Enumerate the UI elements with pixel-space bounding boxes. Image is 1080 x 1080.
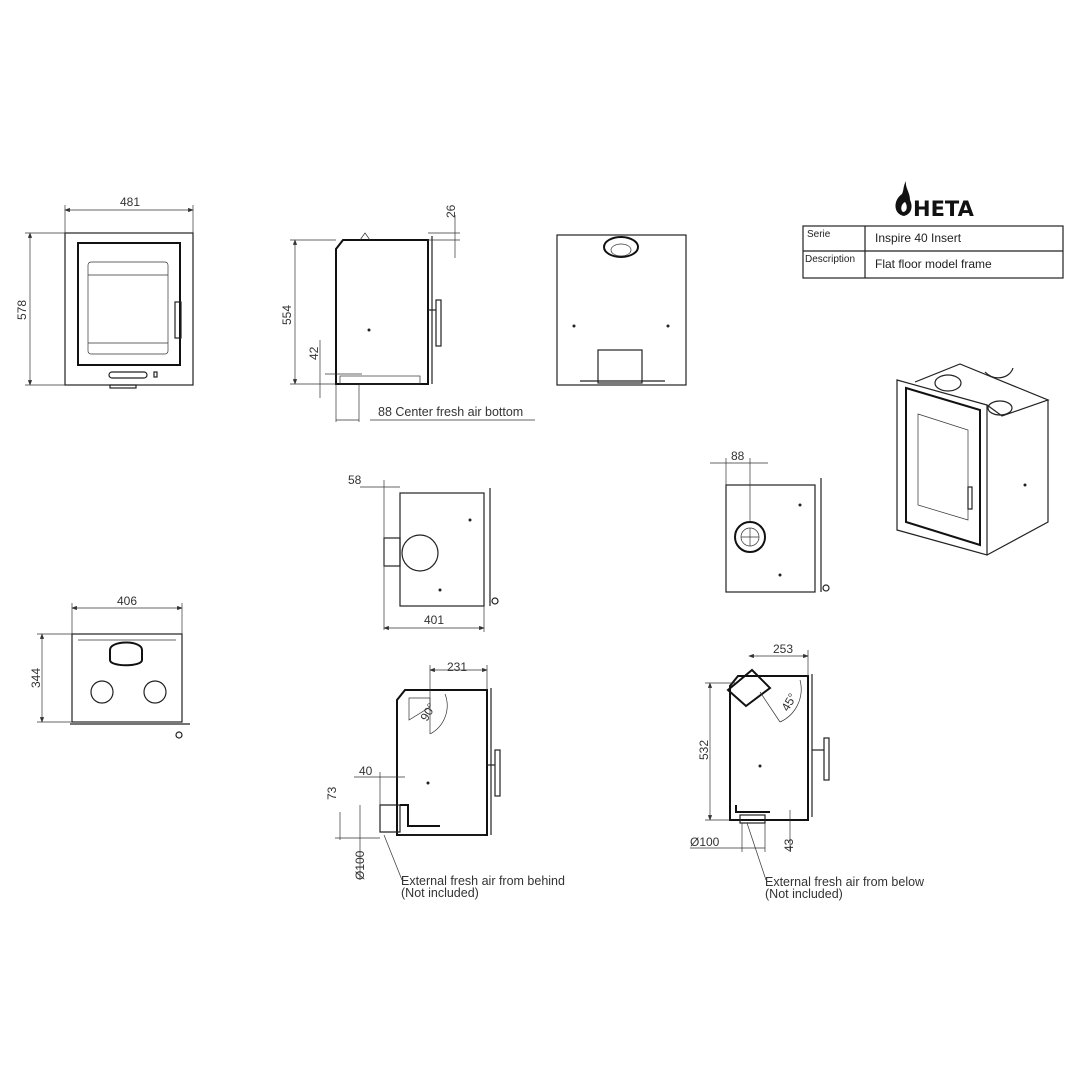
dim-behind-depth: 231 [447, 660, 467, 674]
flame-icon [895, 181, 912, 216]
dim-below-diameter: Ø100 [690, 835, 720, 849]
angle-45: 45° [778, 691, 799, 714]
title-block: Serie Inspire 40 Insert Description Flat… [802, 225, 1064, 279]
dim-side-bottom-offset: 42 [307, 346, 321, 360]
dim-top-depth: 344 [29, 668, 43, 688]
side-view: 554 26 42 88 Center fresh air bottom [280, 204, 535, 422]
dim-below-height: 532 [697, 740, 711, 760]
back-view [556, 234, 687, 386]
title-label-description: Description [805, 254, 855, 265]
dim-rear-offset: 58 [348, 473, 362, 487]
front-view: 481 578 [15, 195, 194, 389]
title-label-serie: Serie [807, 229, 831, 240]
note-below-line2: (Not included) [765, 887, 843, 901]
title-value-description: Flat floor model frame [875, 257, 992, 271]
dim-below-depth: 253 [773, 642, 793, 656]
dim-behind-diameter: Ø100 [353, 850, 367, 880]
note-behind-line2: (Not included) [401, 886, 479, 900]
note-behind-line1: External fresh air from behind [401, 874, 565, 888]
logo-text: HETA [913, 197, 975, 221]
dim-rear-width: 401 [424, 613, 444, 627]
dim-below-offset: 88 [731, 449, 745, 463]
title-value-serie: Inspire 40 Insert [875, 231, 962, 245]
section-below-view: 45° 253 532 Ø100 43 External fresh air f… [690, 642, 925, 901]
dim-side-height: 554 [280, 305, 294, 325]
below-bottom-view: 88 [710, 449, 830, 593]
isometric-view [896, 363, 1050, 556]
dim-behind-offset: 40 [359, 764, 373, 778]
angle-90: 90° [417, 701, 438, 724]
rear-bottom-view: 58 401 [348, 473, 499, 632]
dim-behind-height: 73 [325, 786, 339, 800]
dim-front-height: 578 [15, 300, 29, 320]
note-center-fresh-air: 88 Center fresh air bottom [378, 405, 523, 419]
dim-front-width: 481 [120, 195, 140, 209]
top-view: 406 344 [29, 594, 190, 739]
dim-top-width: 406 [117, 594, 137, 608]
dim-below-offset: 43 [782, 838, 796, 852]
dim-side-top-offset: 26 [444, 204, 458, 218]
heta-logo: HETA [895, 181, 975, 221]
note-below-line1: External fresh air from below [765, 875, 925, 889]
section-behind-view: 90° 231 40 73 Ø100 External fresh air fr… [325, 660, 565, 900]
